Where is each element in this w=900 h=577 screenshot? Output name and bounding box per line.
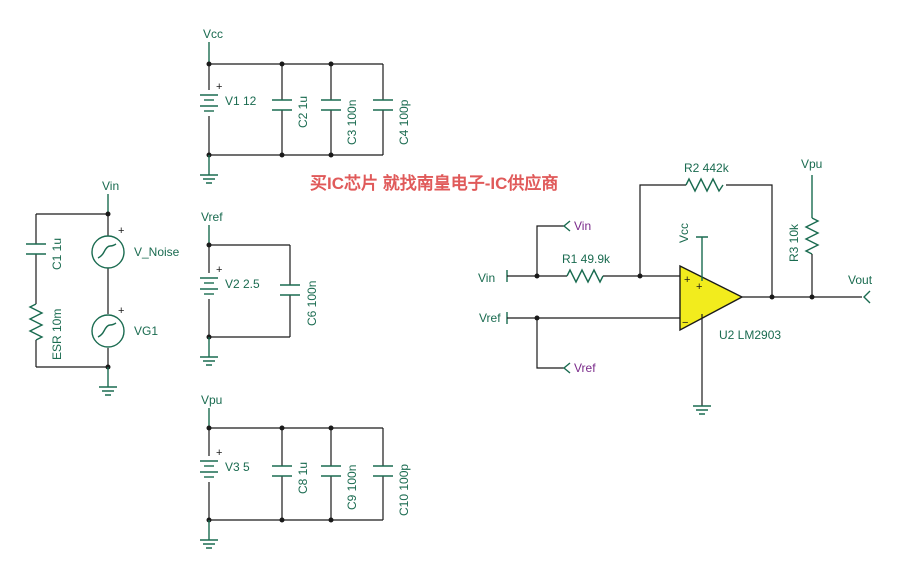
feedback-wire <box>639 184 773 297</box>
inverting-sign: − <box>682 317 688 329</box>
r1-label: R1 49.9k <box>562 252 611 266</box>
comparator-body-plus: + <box>696 281 702 293</box>
input-rails <box>36 213 108 368</box>
capacitor-icon <box>272 99 292 111</box>
c10-label: C10 100p <box>397 464 411 516</box>
capacitor-icon <box>321 465 341 477</box>
comparator-symbol <box>679 264 744 332</box>
r3-label: R3 10k <box>787 223 801 262</box>
input-network-block: Vin C1 1u ESR 10m + V_Noise + VG1 <box>26 179 180 396</box>
battery-icon <box>200 460 218 478</box>
u2-label: U2 LM2903 <box>719 328 781 342</box>
vref-input-label: Vref <box>479 311 501 325</box>
c4-label: C4 100p <box>397 99 411 145</box>
capacitor-icon <box>373 465 393 477</box>
c6-label: C6 100n <box>305 281 319 326</box>
c8-label: C8 1u <box>296 462 310 494</box>
capacitor-icon <box>280 284 300 296</box>
comparator-block: Vin R1 49.9k Vin Vref Vref R2 442k + − +… <box>478 157 873 415</box>
vg1-label: VG1 <box>134 324 158 338</box>
c9-label: C9 100n <box>345 465 359 510</box>
vref-supply-block: Vref + V2 2.5 C6 100n <box>200 210 319 366</box>
vin-tag-label: Vin <box>574 219 591 233</box>
vref-tag-arrow <box>562 362 571 374</box>
vin-tag-wire <box>536 225 564 276</box>
vref-net-label: Vref <box>201 210 223 224</box>
vcc-rails <box>209 63 383 156</box>
vpu-net-label: Vpu <box>201 393 222 407</box>
ac-source-icon <box>91 235 125 269</box>
v1-label: V1 12 <box>225 94 257 108</box>
capacitor-icon <box>321 99 341 111</box>
vref-tag-label: Vref <box>574 361 596 375</box>
ground-icon <box>200 337 218 366</box>
resistor-icon <box>566 268 604 284</box>
watermark-text: 买IC芯片 就找南皇电子-IC供应商 <box>310 173 558 193</box>
c2-label: C2 1u <box>296 96 310 128</box>
vcc-pin <box>696 236 708 281</box>
vin-tag-arrow <box>562 220 571 232</box>
vref-rails <box>209 244 290 338</box>
v2-plus-sign: + <box>216 264 222 276</box>
vin-input-label: Vin <box>478 271 495 285</box>
battery-icon <box>200 277 218 295</box>
v2-label: V2 2.5 <box>225 277 260 291</box>
vcc-pin-label: Vcc <box>677 223 691 243</box>
v-noise-label: V_Noise <box>134 245 180 259</box>
ground-icon <box>693 405 711 415</box>
capacitor-icon <box>272 465 292 477</box>
vcc-supply-block: Vcc + V1 12 C2 1u C3 100n C4 100p <box>200 27 411 184</box>
v1-plus-sign: + <box>216 81 222 93</box>
vpu-rails <box>209 427 383 521</box>
vref-tag-wire <box>536 318 564 369</box>
capacitor-icon <box>26 243 46 255</box>
capacitor-icon <box>373 99 393 111</box>
vpu-supply-block: Vpu + V3 5 C8 1u C9 100n C10 100p <box>200 393 411 549</box>
ground-icon <box>200 520 218 549</box>
esr-label: ESR 10m <box>50 309 64 360</box>
ground-icon <box>99 367 117 396</box>
r2-label: R2 442k <box>684 161 730 175</box>
c3-label: C3 100n <box>345 100 359 145</box>
battery-icon <box>200 94 218 112</box>
c1-label: C1 1u <box>50 238 64 270</box>
vg1-plus-sign: + <box>118 305 124 317</box>
noninverting-sign: + <box>684 274 690 286</box>
v-noise-plus-sign: + <box>118 225 124 237</box>
vout-label: Vout <box>848 273 873 287</box>
vin-net-label: Vin <box>102 179 119 193</box>
vout-port <box>863 290 871 304</box>
ground-icon <box>200 155 218 184</box>
vcc-net-label: Vcc <box>203 27 223 41</box>
v3-plus-sign: + <box>216 447 222 459</box>
resistor-icon <box>28 303 44 341</box>
resistor-icon <box>685 177 724 193</box>
ac-source-icon <box>91 314 125 348</box>
v3-label: V3 5 <box>225 460 250 474</box>
resistor-icon <box>804 217 820 255</box>
vpu-label: Vpu <box>801 157 822 171</box>
